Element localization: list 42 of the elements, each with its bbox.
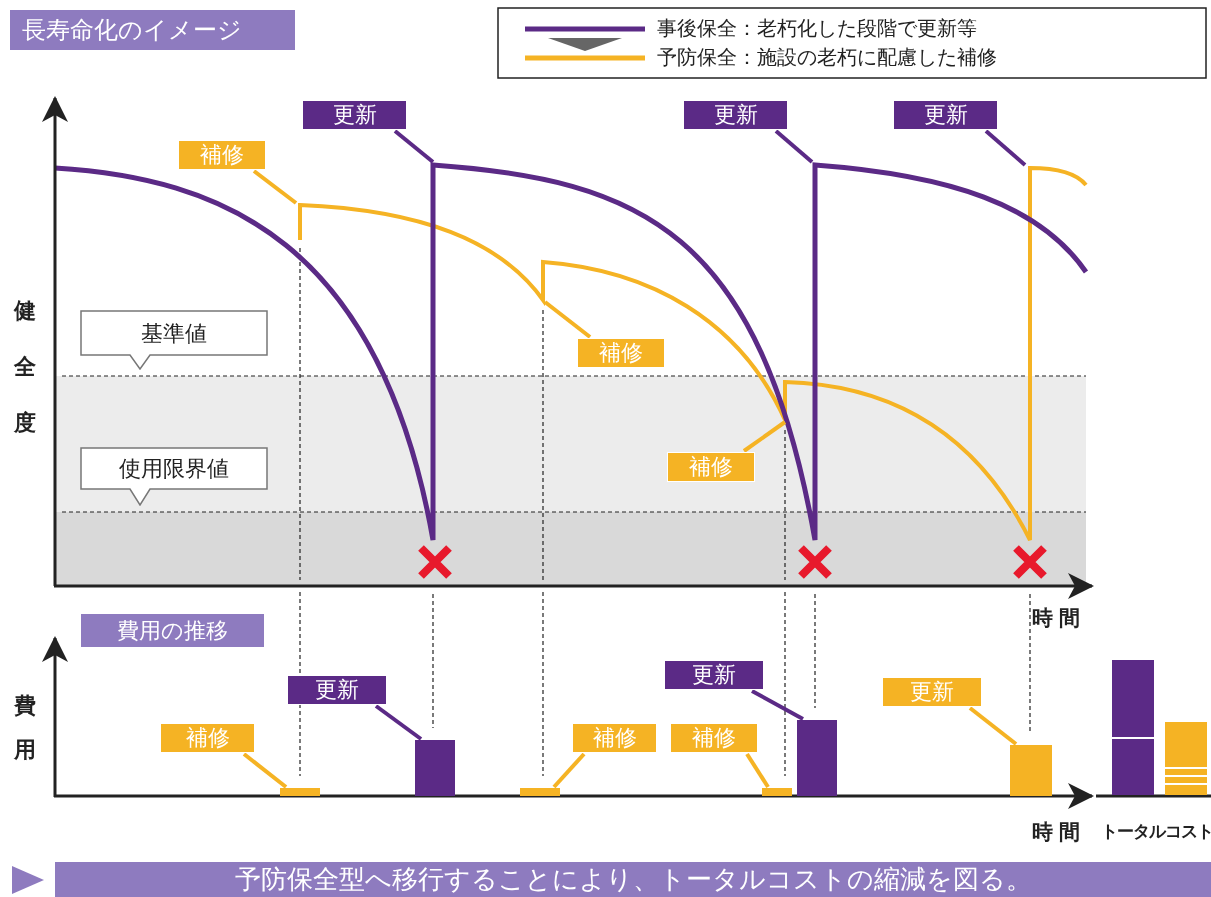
leader-line xyxy=(393,129,435,164)
cost-bar xyxy=(797,720,837,796)
leader-line xyxy=(968,706,1018,746)
title-banner: 長寿命化のイメージ xyxy=(10,10,295,50)
callout-label: 補修 xyxy=(667,452,755,482)
cost-bar xyxy=(415,740,455,796)
axis-label: 費用 xyxy=(14,692,37,764)
callout-label: 更新 xyxy=(893,100,998,130)
leader-line xyxy=(374,704,423,741)
callout-label: 更新 xyxy=(683,100,788,130)
section-header: 費用の推移 xyxy=(80,613,265,648)
cost-bar xyxy=(762,788,792,796)
leader-line xyxy=(242,752,288,789)
callout-label: 使用限界値 xyxy=(80,447,268,506)
caption-banner: 予防保全型へ移行することにより、トータルコストの縮減を図る。 xyxy=(55,862,1211,897)
axis-label: 時間 xyxy=(1032,605,1086,632)
axis-label: 時間 xyxy=(1032,819,1086,846)
callout-label: 補修 xyxy=(178,140,266,170)
callout-label: 補修 xyxy=(160,723,255,753)
callout-label: 補修 xyxy=(572,723,657,753)
callout-label: 基準値 xyxy=(80,310,268,370)
leader-line xyxy=(543,300,592,339)
leader-line xyxy=(774,129,814,164)
axis-label: トータルコスト xyxy=(1101,820,1211,843)
legend-text: 事後保全：老朽化した段階で更新等 xyxy=(657,15,977,42)
leader-line xyxy=(984,129,1027,167)
leader-line xyxy=(751,689,804,721)
callout-label: 更新 xyxy=(287,675,387,705)
leader-line xyxy=(745,752,770,789)
callout-label: 補修 xyxy=(577,338,665,368)
axis-label: 健全度 xyxy=(14,297,37,437)
callout-label: 更新 xyxy=(882,677,982,707)
cost-bar xyxy=(280,788,320,796)
leader-line xyxy=(742,420,787,453)
leader-line xyxy=(252,169,298,205)
callout-label: 更新 xyxy=(302,100,407,130)
legend-text: 予防保全：施設の老朽に配慮した補修 xyxy=(657,44,997,71)
cost-bar xyxy=(1010,745,1052,796)
callout-label: 補修 xyxy=(670,723,758,753)
leader-line xyxy=(552,752,586,789)
callout-label: 更新 xyxy=(664,660,764,690)
cost-bar xyxy=(520,788,560,796)
